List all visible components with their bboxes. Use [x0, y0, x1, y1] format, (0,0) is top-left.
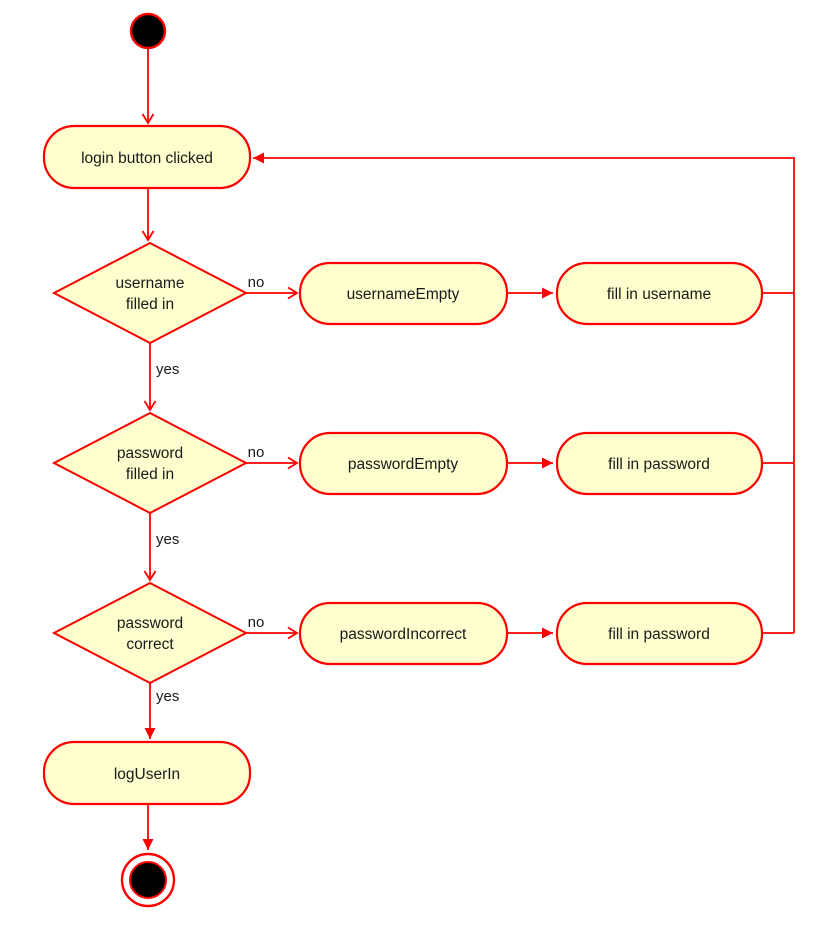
- activity-fill-in-username: [555, 261, 764, 326]
- activity-login-button-clicked-label: login button clicked: [81, 150, 213, 167]
- decision-password-filled-in-line2: filled in: [126, 466, 174, 483]
- decision-password-correct-line1: password: [117, 615, 183, 632]
- end-node: [129, 861, 167, 899]
- activity-fill-in-password-2-label: fill in password: [608, 626, 710, 643]
- edge-label-username-no: no: [248, 274, 265, 291]
- edge-feedback-to-login: [253, 152, 795, 633]
- activity-username-empty-label: usernameEmpty: [347, 286, 460, 303]
- decision-username-filled-in-line2: filled in: [126, 296, 174, 313]
- activity-fill-in-password-2: [555, 601, 764, 666]
- decision-username-filled-in-line1: username: [116, 275, 185, 292]
- edge-label-password-correct-no: no: [248, 614, 265, 631]
- activity-password-incorrect: [298, 601, 509, 666]
- activity-password-empty: [298, 431, 509, 496]
- activity-log-user-in: [42, 740, 252, 806]
- edge-label-password-correct-yes: yes: [156, 688, 179, 705]
- start-node: [129, 12, 167, 50]
- decision-password-filled-in-line1: password: [117, 445, 183, 462]
- activity-login-button-clicked: [42, 124, 252, 190]
- activity-fill-in-password-1-label: fill in password: [608, 456, 710, 473]
- activity-username-empty: [298, 261, 509, 326]
- edge-label-password-filled-no: no: [248, 444, 265, 461]
- decision-password-filled-in: [51, 411, 249, 515]
- decision-password-correct-line2: correct: [126, 636, 174, 653]
- edge-label-password-filled-yes: yes: [156, 531, 179, 548]
- decision-username-filled-in: [51, 241, 249, 345]
- activity-log-user-in-label: logUserIn: [114, 766, 180, 783]
- activity-fill-in-username-label: fill in username: [607, 286, 711, 303]
- decision-password-correct: [51, 581, 249, 685]
- activity-fill-in-password-1: [555, 431, 764, 496]
- activity-password-incorrect-label: passwordIncorrect: [340, 626, 467, 643]
- edge-label-username-yes: yes: [156, 361, 179, 378]
- activity-password-empty-label: passwordEmpty: [348, 456, 459, 473]
